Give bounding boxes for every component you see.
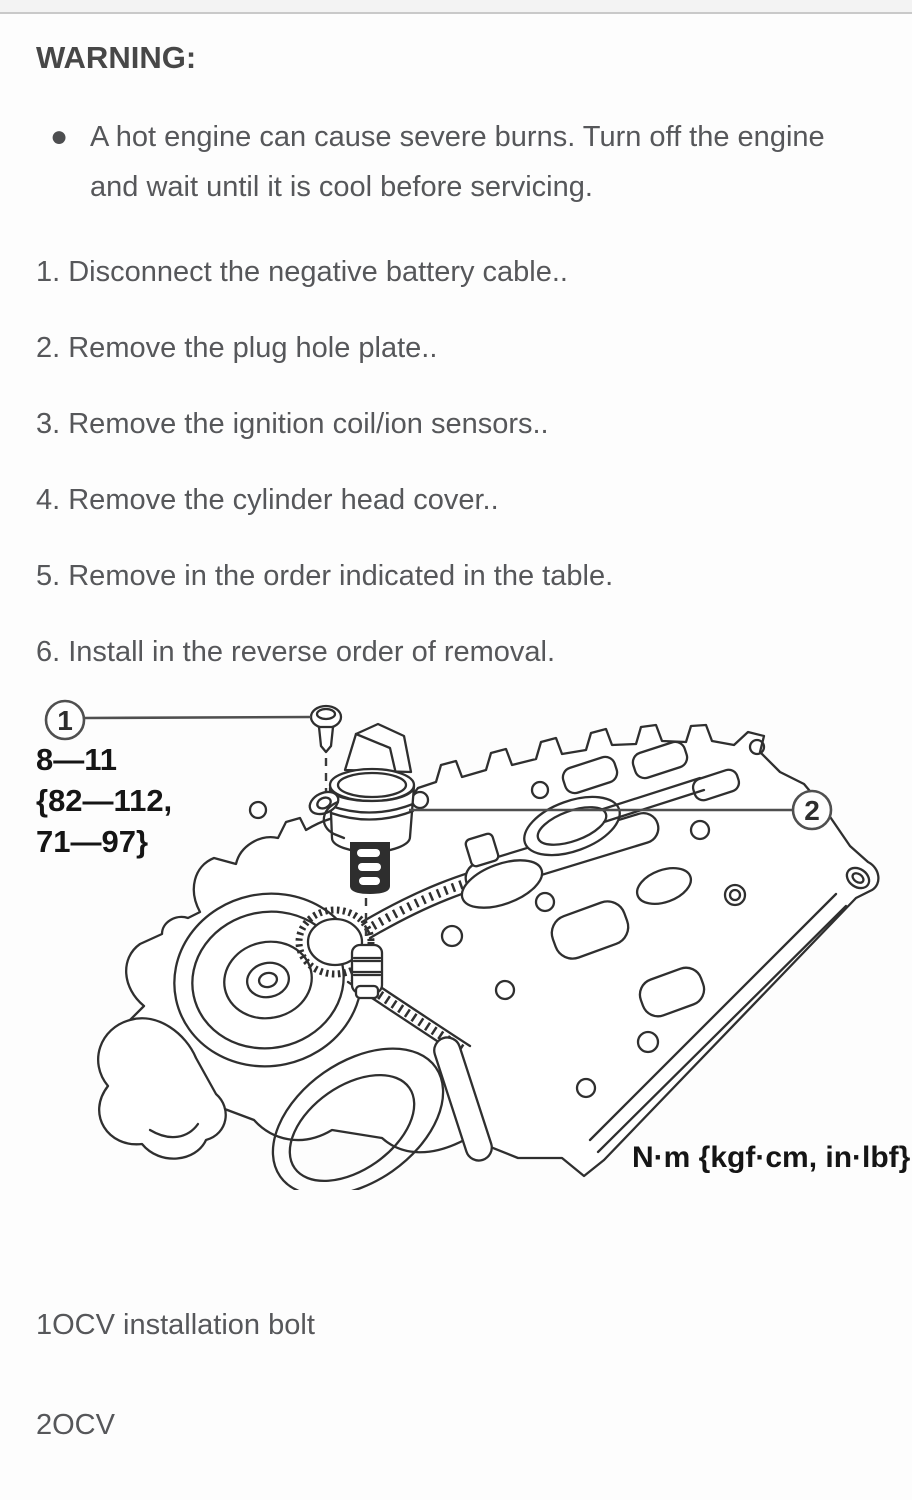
warning-bullet-item: ● A hot engine can cause severe burns. T… [36,112,876,212]
callout-1-number: 1 [57,705,73,736]
legend-item-1: 1OCV installation bolt [36,1309,315,1341]
document-body: WARNING: ● A hot engine can cause severe… [0,40,912,668]
bullet-icon: ● [50,120,69,153]
engine-diagram: 1 8—11 {82—112, 71—97} 2 N·m {kgf·cm, in… [0,690,912,1190]
torque-spec-line-3: 71—97} [36,824,148,859]
torque-spec-line-1: 8—11 [36,742,117,777]
step-2: 2. Remove the plug hole plate.. [36,332,438,364]
callout-2: 2 [409,789,833,831]
step-6: 6. Install in the reverse order of remov… [36,636,556,668]
torque-units-label: N·m {kgf·cm, in·lbf} [632,1141,911,1174]
step-1: 1. Disconnect the negative battery cable… [36,256,568,288]
callout-1: 1 [44,699,312,741]
step-5: 5. Remove in the order indicated in the … [36,560,614,592]
callout-2-number: 2 [804,795,820,826]
step-4: 4. Remove the cylinder head cover.. [36,484,499,516]
warning-heading: WARNING: [36,40,197,75]
engine-assembly-art [97,723,880,1190]
top-bar [0,0,912,14]
step-3: 3. Remove the ignition coil/ion sensors.… [36,408,549,440]
legend-item-2: 2OCV [36,1409,115,1441]
ocv-part-art [308,722,416,1000]
warning-bullet-text: A hot engine can cause severe burns. Tur… [90,121,825,203]
torque-spec-line-2: {82—112, [36,783,172,818]
